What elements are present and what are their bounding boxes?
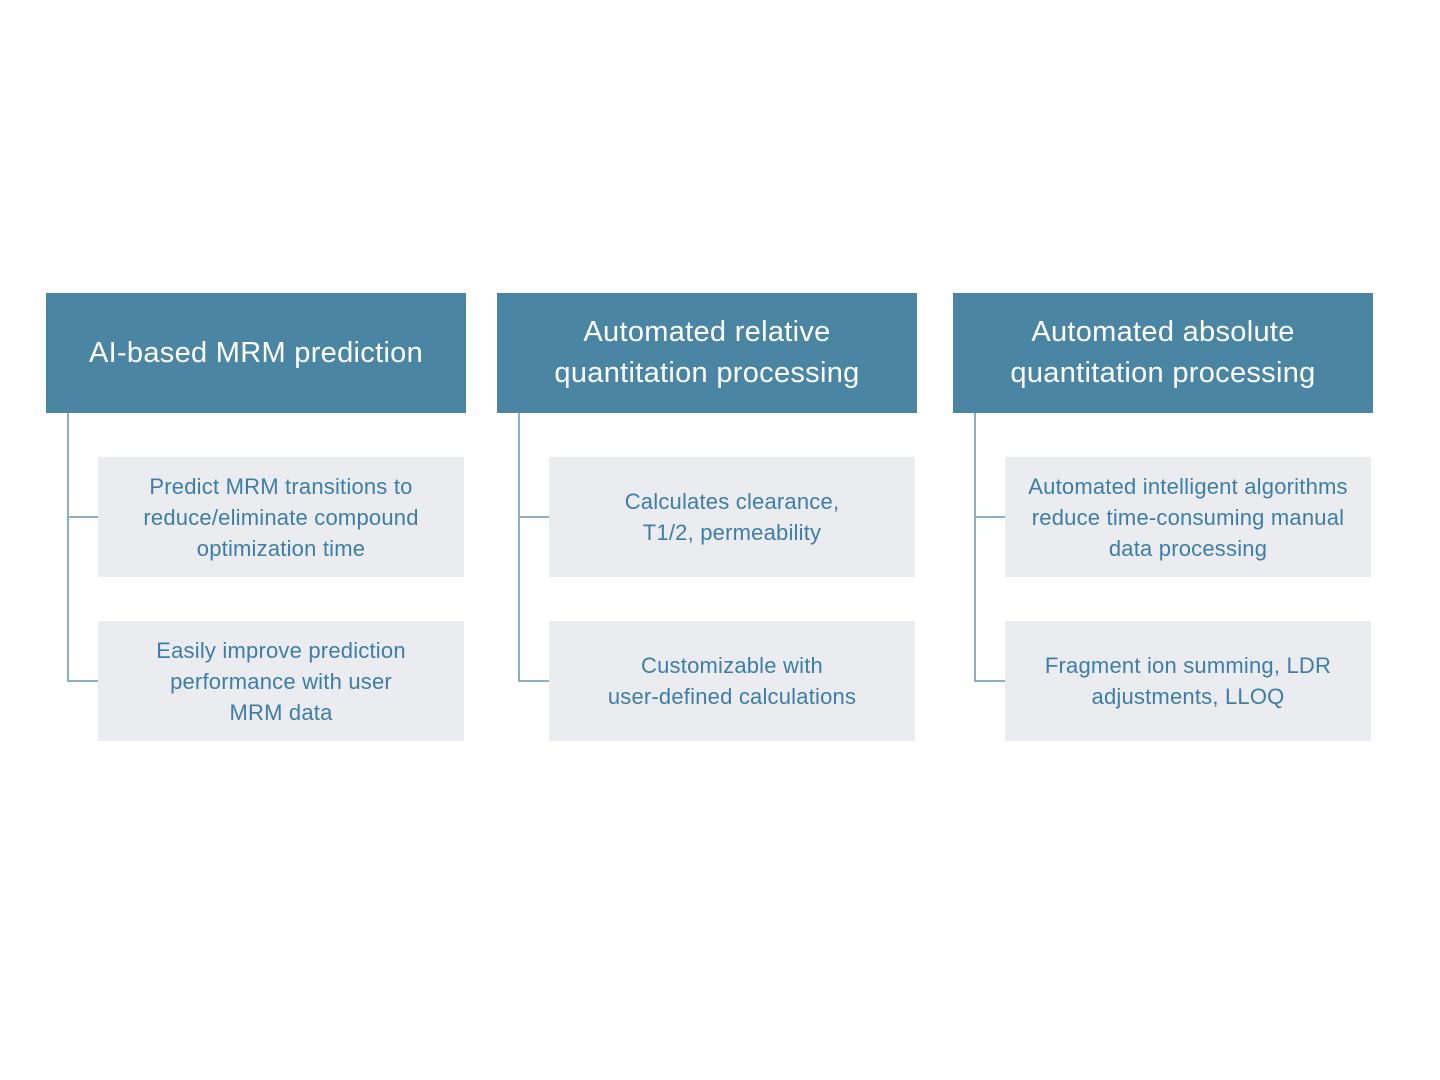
- feature-box-customizable-calculations: Customizable with user-defined calculati…: [549, 621, 915, 741]
- feature-box-fragment-ion-summing: Fragment ion summing, LDR adjustments, L…: [1005, 621, 1371, 741]
- connector-branch-line: [974, 516, 1007, 518]
- column-header-absolute-quantitation: Automated absolute quantitation processi…: [953, 293, 1373, 413]
- feature-box-calculates-clearance: Calculates clearance, T1/2, permeability: [549, 457, 915, 577]
- connector-branch-line: [974, 680, 1007, 682]
- feature-box-predict-mrm-transitions: Predict MRM transitions to reduce/elimin…: [98, 457, 464, 577]
- connector-branch-line: [67, 516, 100, 518]
- connector-branch-line: [518, 680, 551, 682]
- column-header-relative-quantitation: Automated relative quantitation processi…: [497, 293, 917, 413]
- feature-box-improve-prediction: Easily improve prediction performance wi…: [98, 621, 464, 741]
- column-relative-quantitation: Automated relative quantitation processi…: [497, 293, 917, 753]
- connector-vertical-line: [518, 413, 520, 682]
- connector-branch-line: [67, 680, 100, 682]
- feature-box-intelligent-algorithms: Automated intelligent algorithms reduce …: [1005, 457, 1371, 577]
- connector-vertical-line: [974, 413, 976, 682]
- column-ai-mrm-prediction: AI-based MRM prediction Predict MRM tran…: [46, 293, 466, 753]
- column-header-ai-mrm-prediction: AI-based MRM prediction: [46, 293, 466, 413]
- connector-branch-line: [518, 516, 551, 518]
- column-absolute-quantitation: Automated absolute quantitation processi…: [953, 293, 1373, 753]
- connector-vertical-line: [67, 413, 69, 682]
